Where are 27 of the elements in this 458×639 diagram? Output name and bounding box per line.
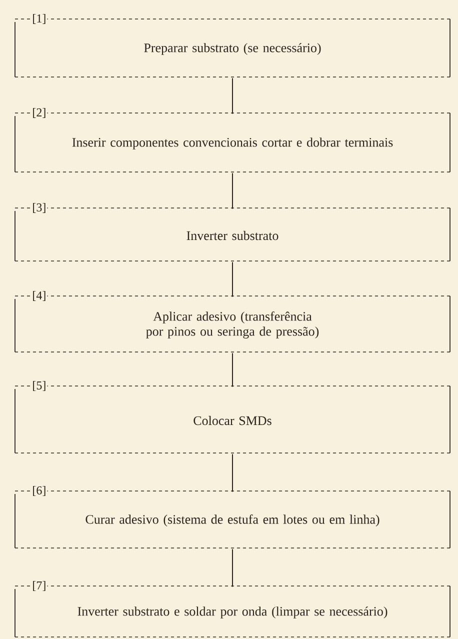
node-label: Aplicar adesivo (transferência por pinos ou seringa de pressão) <box>146 312 319 338</box>
node-label: [2] <box>33 108 46 118</box>
connector-line <box>232 548 233 588</box>
connector-line <box>232 262 233 298</box>
node-label: [5] <box>33 381 46 391</box>
process-box: Aplicar adesivo (transferência por pinos ou seringa de pressão) [4] <box>14 290 450 352</box>
node-label: Inverter substrato e soldar por onda (limpar se necessário) <box>78 606 388 618</box>
node-label: [3] <box>33 203 46 213</box>
connector-line <box>232 454 233 492</box>
connector-line <box>232 352 233 388</box>
process-box: Curar adesivo (sistema de estufa em lotes ou em linha) [6] <box>14 485 450 548</box>
node-label: [6] <box>33 486 46 496</box>
connector-line <box>232 172 233 210</box>
process-box: Colocar SMDs [5] <box>14 380 450 454</box>
connector-line <box>232 78 233 114</box>
node-label: [7] <box>33 581 46 591</box>
process-box: Inverter substrato e soldar por onda (limpar se necessário) [7] <box>14 580 450 638</box>
node-label: Colocar SMDs <box>194 416 272 426</box>
node-label: Curar adesivo (sistema de estufa em lotes ou em linha) <box>86 514 380 526</box>
node-label: Inverter substrato <box>186 230 278 240</box>
process-box: Preparar substrato (se necessário) [1] <box>14 13 450 78</box>
node-label: [1] <box>33 14 46 24</box>
node-label: Preparar substrato (se necessário) <box>144 43 321 55</box>
process-box: Inserir componentes convencionais cortar e dobrar terminais [2] <box>14 107 450 172</box>
node-label: Inserir componentes convencionais cortar e dobrar terminais <box>72 138 393 150</box>
process-box: Inverter substrato [3] <box>14 202 450 262</box>
node-label: [4] <box>33 291 46 301</box>
